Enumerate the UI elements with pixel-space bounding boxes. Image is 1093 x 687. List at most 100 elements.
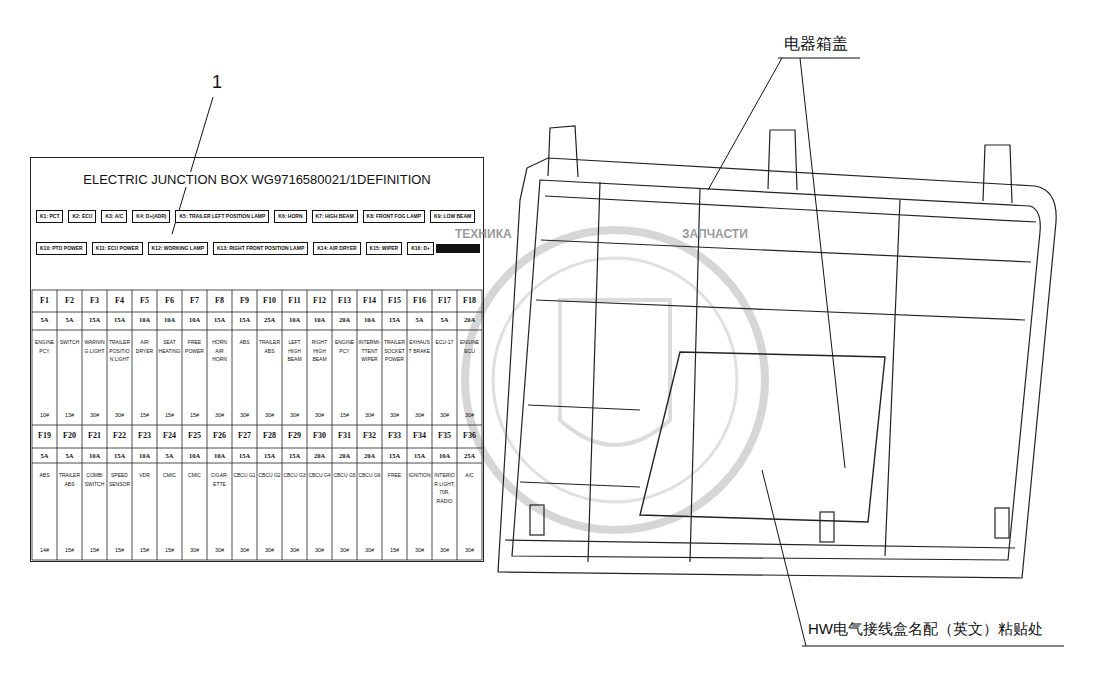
fuse-number: F2 [57,296,82,306]
table-grid-line [182,290,183,560]
fuse-rating: 15A [107,316,132,324]
fuse-rating: 5A [57,452,82,460]
watermark-ring [493,258,737,502]
relay-box: K11: ECU POWER [92,242,143,255]
fuse-rating: 10A [432,452,457,460]
pin-number: 15# [157,412,182,419]
pin-number: 13# [57,412,82,419]
table-grid-line [107,290,108,560]
pin-number: 30# [457,547,482,554]
pin-number: 30# [332,547,357,554]
pin-number: 30# [307,547,332,554]
fuse-number: F11 [282,296,307,306]
fuse-function: CIGAR-ETTE [207,471,232,488]
cover-rib [520,482,640,487]
fuse-number: F12 [307,296,332,306]
relay-box: K15: WIPER [366,242,403,255]
fuse-number: F34 [407,431,432,441]
relay-label: K15: WIPER [370,245,399,252]
relay-box: K2: ECU [68,210,96,223]
fuse-function: VDR [132,471,157,480]
table-grid-line [407,290,408,560]
fuse-function: CBCU G1 [232,471,257,480]
fuse-rating: 5A [32,452,57,460]
fuse-number: F35 [432,431,457,441]
fuse-function: EXHAUST BRAKE [407,338,432,355]
fuse-rating: 25A [457,452,482,460]
pin-number: 15# [132,547,157,554]
pin-number: 15# [57,547,82,554]
pin-number: 30# [232,412,257,419]
fuse-rating: 15A [257,452,282,460]
fuse-function: CBCU G5 [332,471,357,480]
fuse-rating: 10A [157,316,182,324]
pin-number: 15# [132,412,157,419]
relay-label: K3: A/C [105,213,123,220]
relay-label: K2: ECU [72,213,92,220]
pin-number: 30# [282,412,307,419]
cover-skirt [505,540,1015,548]
fuse-rating: 15A [382,452,407,460]
nameplate-area [640,352,885,522]
fuse-function: TRAILER POSITION LIGHT [107,338,132,364]
fuse-function: LEFT HIGH BEAM [282,338,307,364]
part-note: HW电气接线盒名配（英文）粘贴处 [806,620,1045,639]
fuse-number: F1 [32,296,57,306]
leader-line [708,58,782,190]
relay-box: K4: D+(ADR) [132,210,170,223]
table-grid-line [32,290,33,560]
pin-number: 15# [107,547,132,554]
pin-number: 14# [32,547,57,554]
relay-label: K11: ECU POWER [96,245,139,252]
fuse-rating: 15A [232,316,257,324]
fuse-function: SEAT HEATING [157,338,182,355]
fuse-function: CBCU G6 [357,471,382,480]
fuse-number: F29 [282,431,307,441]
fuse-number: F16 [407,296,432,306]
fuse-number: F6 [157,296,182,306]
table-grid-line [357,290,358,560]
fuse-rating: 10A [182,452,207,460]
cover-clip [530,505,544,535]
fuse-rating: 10A [132,452,157,460]
fuse-number: F3 [82,296,107,306]
table-grid-line [282,290,283,560]
relay-label: K4: D+(ADR) [136,213,166,220]
relay-box: K9: LOW BEAM [430,210,475,223]
fuse-rating: 10A [207,452,232,460]
relay-label: K8: FRONT FOG LAMP [367,213,421,220]
relay-box: K7: HIGH BEAM [312,210,358,223]
fuse-number: F7 [182,296,207,306]
cover-rib [528,405,640,410]
pin-number: 30# [357,547,382,554]
fuse-function: CBCU G3 [282,471,307,480]
fuse-number: F14 [357,296,382,306]
table-grid-line [257,290,258,560]
pin-number: 15# [382,547,407,554]
table-grid-line [457,290,458,560]
cover-outline [498,158,1056,578]
cover-inner-edge [512,180,1040,560]
table-grid-line [382,290,383,560]
fuse-rating: 20A [457,316,482,324]
cover-tab [983,145,1012,203]
fuse-function: ENGINE PCY [332,338,357,355]
fuse-rating: 25A [257,316,282,324]
black-bar [436,244,480,253]
fuse-number: F21 [82,431,107,441]
fuse-number: F9 [232,296,257,306]
relay-label: K7: HIGH BEAM [316,213,354,220]
fuse-function: HORN AIR HORN [207,338,232,364]
part-name: 电器箱盖 [782,34,850,55]
fuse-number: F15 [382,296,407,306]
fuse-function: ENGINE ECU [457,338,482,355]
fuse-function: IGNITION [407,471,432,480]
fuse-function: CMIC [182,471,207,480]
fuse-function: SPEED SENSOR [107,471,132,488]
fuse-function: ABS [32,471,57,480]
fuse-number: F5 [132,296,157,306]
relay-box: K3: A/C [101,210,127,223]
cover-tab [548,126,578,177]
fuse-number: F17 [432,296,457,306]
fuse-function: ABS [232,338,257,347]
